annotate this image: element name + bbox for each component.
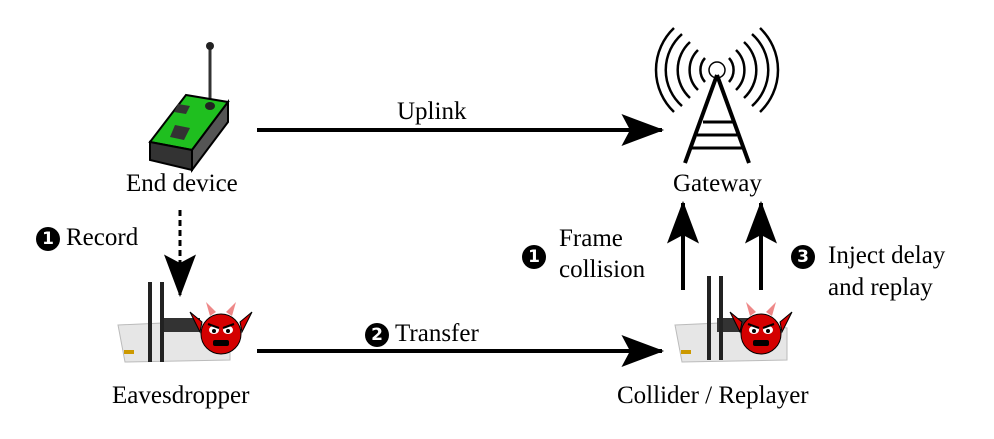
- gateway-tower-icon: [654, 27, 780, 164]
- record-label: Record: [66, 224, 139, 251]
- transfer-label: Transfer: [395, 320, 479, 347]
- frame-collision-line2: collision: [559, 256, 646, 283]
- inject-badge-wrap: 3: [791, 242, 821, 270]
- eavesdropper-label: Eavesdropper: [112, 382, 250, 409]
- inject-line1: Inject delay: [828, 242, 946, 269]
- frame-collision-line1: Frame: [559, 225, 623, 252]
- step-badge: 1: [36, 227, 60, 251]
- collider-devil-icon: [729, 302, 793, 355]
- eavesdropper-devil-icon: [189, 302, 253, 355]
- step-badge: 3: [791, 245, 815, 269]
- collider-label: Collider / Replayer: [617, 382, 809, 409]
- end-device-icon: [148, 42, 230, 173]
- step-badge: 2: [365, 323, 389, 347]
- gateway-label: Gateway: [673, 170, 762, 197]
- step-badge: 1: [522, 245, 546, 269]
- inject-line2: and replay: [828, 274, 933, 301]
- frame-collision-badge-wrap: 1: [522, 242, 552, 270]
- uplink-label: Uplink: [397, 98, 467, 125]
- end-device-label: End device: [126, 170, 238, 197]
